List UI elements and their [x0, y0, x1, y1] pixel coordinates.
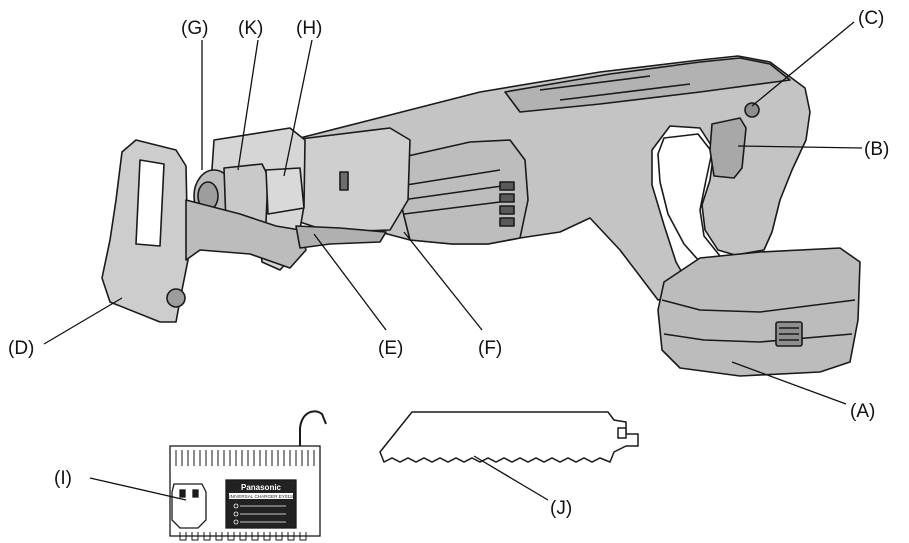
motor-grip-line-2 — [401, 185, 503, 201]
label-c: (C) — [858, 8, 884, 29]
leader-line-c — [751, 21, 855, 107]
charger-label-panel — [225, 479, 297, 529]
leader-line-e — [313, 233, 387, 331]
label-h: (H) — [296, 18, 322, 39]
leader-line-j — [473, 455, 549, 501]
label-j: (J) — [550, 498, 572, 519]
charger-cord — [299, 410, 327, 446]
lock-off-button — [744, 102, 760, 118]
shoe-lever — [295, 225, 387, 249]
battery-latch-ridges — [779, 327, 799, 341]
leader-line-d — [43, 297, 123, 345]
charger-indicator-lights — [233, 503, 286, 525]
charger-socket-slot-right — [192, 489, 199, 498]
label-b: (B) — [864, 139, 889, 160]
leader-line-h — [283, 39, 313, 177]
motor-grip-line-1 — [399, 169, 501, 187]
label-g: (G) — [181, 18, 208, 39]
reciprocating-saw-illustration — [101, 55, 861, 377]
leader-line-b — [737, 145, 863, 149]
label-a: (A) — [850, 401, 875, 422]
label-e: (E) — [378, 338, 403, 359]
motor-grip-line-3 — [403, 201, 501, 215]
label-d: (D) — [8, 338, 34, 359]
battery-charger-illustration: Panasonic UNIVERSAL CHARGER EY0110 — [169, 410, 327, 541]
shoe-screw — [166, 288, 186, 308]
label-k: (K) — [238, 18, 263, 39]
charger-ribs — [175, 450, 315, 466]
trigger-switch — [709, 117, 747, 179]
shoe-slot — [135, 159, 165, 247]
leader-line-k — [237, 39, 259, 171]
leader-line-f — [403, 231, 483, 331]
blade-tang-hole — [617, 427, 627, 439]
battery-mid-line — [663, 333, 853, 343]
battery-top-line — [661, 299, 856, 313]
housing-vent-line-2 — [559, 83, 691, 101]
leader-line-a — [731, 361, 847, 405]
shoe-arm — [185, 199, 307, 269]
charger-model-text: UNIVERSAL CHARGER EY0110 — [227, 494, 295, 499]
charger-battery-socket — [171, 483, 207, 529]
callout-labels: (A) (B) (C) (D) (E) (F) (G) (H) (I) (J) … — [8, 8, 889, 519]
leader-lines — [43, 21, 863, 501]
saw-blade — [379, 411, 639, 464]
leader-line-i — [89, 477, 187, 501]
side-vent-slots — [499, 181, 515, 227]
saw-blade-illustration — [379, 411, 639, 464]
charger-foot-pattern — [179, 532, 307, 541]
label-f: (F) — [478, 338, 502, 359]
plunger-shaft — [265, 167, 305, 215]
label-i: (I) — [54, 468, 72, 489]
front-cover-vent — [339, 171, 349, 191]
charger-socket-slot-left — [179, 489, 186, 498]
charger-brand-text: Panasonic — [241, 483, 282, 492]
housing-vent-line-1 — [539, 75, 651, 91]
